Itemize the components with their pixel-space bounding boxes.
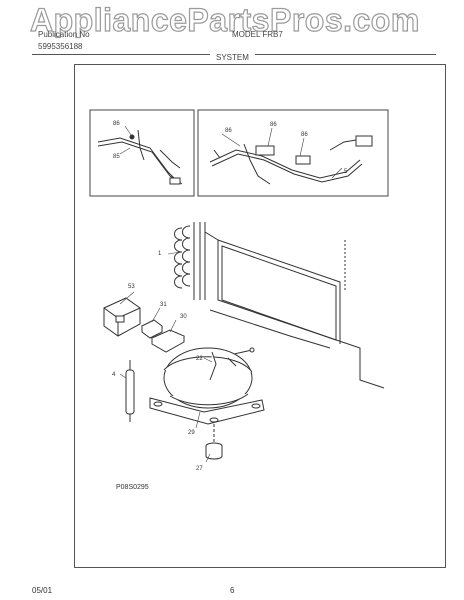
callout-53: 53 — [128, 284, 135, 290]
footer-date: 05/01 — [32, 586, 53, 595]
compressor — [149, 347, 265, 425]
model-label: MODEL FRB7 — [232, 30, 283, 39]
callout-86a: 86 — [113, 121, 120, 127]
site-watermark: AppliancePartsPros.com — [29, 1, 420, 38]
callout-31: 31 — [160, 302, 167, 308]
cabinet-outline — [204, 231, 385, 389]
publication-number: 5995356188 — [38, 42, 83, 51]
wire-harness-right — [209, 135, 373, 185]
wire-harness-left — [97, 129, 183, 185]
figure-code: P08S0295 — [116, 484, 149, 491]
inset-left-box — [89, 109, 195, 197]
callout-86d: 86 — [301, 132, 308, 138]
filter-drier — [125, 360, 135, 422]
callout-5: 5 — [344, 169, 348, 175]
callout-4: 4 — [112, 372, 116, 378]
callout-86c: 86 — [270, 122, 277, 128]
diagram-frame — [74, 64, 446, 568]
callout-85: 85 — [113, 154, 120, 160]
grommet — [205, 424, 223, 460]
page-number: 6 — [230, 586, 235, 595]
callout-30: 30 — [180, 314, 187, 320]
terminal-cover — [150, 329, 186, 353]
callout-86b: 86 — [225, 128, 232, 134]
publication-label: Publication No — [38, 30, 90, 39]
connector-part — [141, 319, 163, 339]
callout-22: 22 — [196, 356, 203, 362]
inset-right-box — [197, 109, 389, 197]
callout-1: 1 — [158, 251, 162, 257]
condenser-coil — [174, 222, 206, 300]
callout-29: 29 — [188, 430, 195, 436]
relay-part — [103, 297, 141, 337]
callout-27: 27 — [196, 466, 203, 472]
section-title: SYSTEM — [210, 53, 255, 62]
